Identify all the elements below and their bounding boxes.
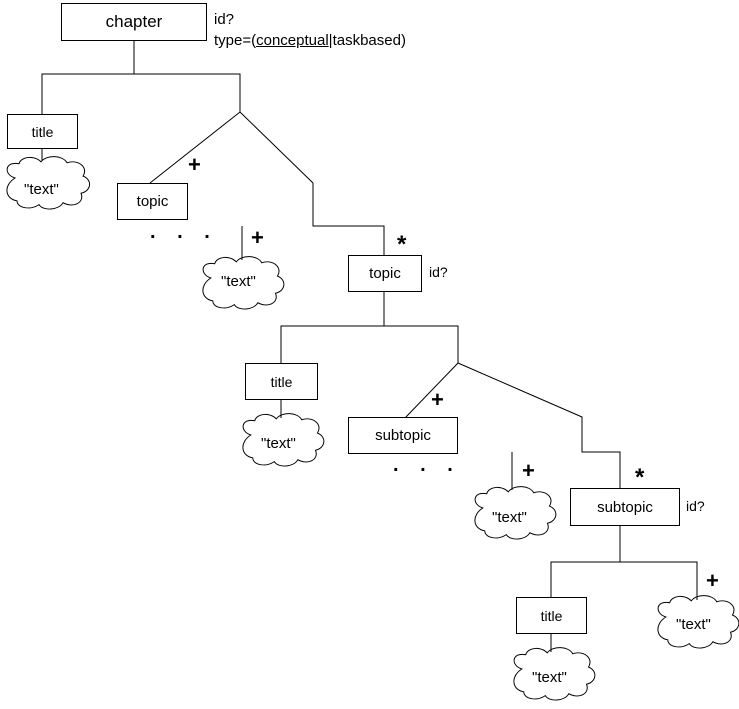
plus-cardinality: + xyxy=(431,387,444,412)
ellipsis-more: . . . xyxy=(393,454,461,476)
star-cardinality: * xyxy=(397,231,407,258)
topic-node: topic xyxy=(348,255,422,292)
cloud-shape xyxy=(513,647,596,701)
subtopic-id-attr: id? xyxy=(686,498,705,514)
title-node: title xyxy=(7,114,78,149)
plus-cardinality: + xyxy=(522,458,535,483)
text-cloud-label: "text" xyxy=(676,616,711,633)
plus-cardinality: + xyxy=(706,568,719,593)
cloud-shape xyxy=(202,256,285,310)
cloud-shape xyxy=(242,413,325,467)
title-node: title xyxy=(516,597,587,634)
type-default: conceptual xyxy=(256,32,329,49)
plus-cardinality: + xyxy=(251,225,264,250)
chapter-id-attr: id? xyxy=(214,11,235,28)
text-cloud-label: "text" xyxy=(261,435,296,452)
type-separator: | xyxy=(328,32,333,49)
ellipsis-more: . . . xyxy=(150,221,218,243)
topic-id-attr: id? xyxy=(429,264,448,280)
text-cloud-label: "text" xyxy=(492,509,527,526)
star-cardinality: * xyxy=(635,464,645,491)
cloud-shape xyxy=(6,156,90,210)
type-prefix: type=( xyxy=(214,32,257,49)
text-cloud-label: "text" xyxy=(532,669,567,686)
chapter-node: chapter xyxy=(61,3,207,41)
cloud-shape xyxy=(474,486,557,540)
subtopic-node: subtopic xyxy=(348,417,458,454)
type-rest: taskbased) xyxy=(332,32,406,49)
chapter-type-attr: type=(conceptual|taskbased) xyxy=(214,33,406,48)
title-node: title xyxy=(245,363,318,400)
text-cloud-label: "text" xyxy=(24,181,59,198)
topic-node: topic xyxy=(117,183,188,220)
subtopic-node: subtopic xyxy=(570,488,680,526)
text-cloud-label: "text" xyxy=(221,273,256,290)
plus-cardinality: + xyxy=(188,152,201,177)
